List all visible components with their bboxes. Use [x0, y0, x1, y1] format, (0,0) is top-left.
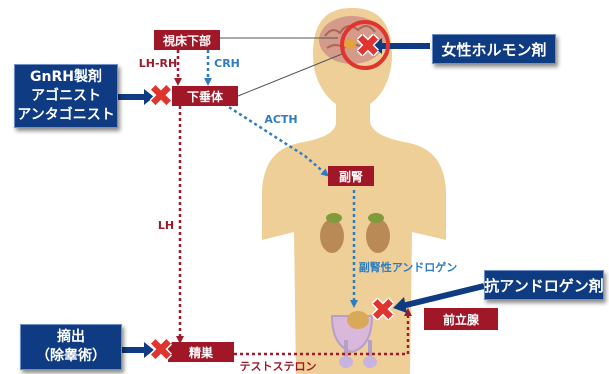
- testosterone-label: テストステロン: [240, 359, 316, 373]
- prostate-label: 前立腺: [424, 308, 498, 330]
- adrenal-androgen-label: 副腎性アンドロゲン: [356, 260, 460, 274]
- antiandrogen-pointer: [402, 286, 484, 306]
- adrenal-label: 副腎: [328, 166, 374, 186]
- female-hormone-label: 女性ホルモン剤: [432, 34, 556, 64]
- crh-label: CRH: [212, 56, 242, 70]
- lh-label: LH: [156, 218, 176, 232]
- gnrh-line-2: アゴニスト: [31, 87, 101, 106]
- orchiectomy-line-2: （除睾術）: [36, 347, 106, 366]
- gnrh-line-3: アンタゴニスト: [17, 106, 114, 125]
- brain-highlight-ring: [340, 20, 390, 70]
- lhrh-label: LH-RH: [140, 56, 176, 70]
- orchiectomy-label: 摘出 （除睾術）: [20, 324, 122, 370]
- cross-mark-icon: ✖: [144, 80, 178, 114]
- hypothalamus-label: 視床下部: [154, 30, 220, 50]
- cross-mark-icon: ✖: [366, 294, 400, 328]
- pituitary-label: 下垂体: [172, 86, 238, 106]
- gnrh-line-1: GnRH製剤: [30, 68, 102, 87]
- cross-mark-icon: ✖: [144, 334, 178, 368]
- acth-label: ACTH: [264, 112, 298, 126]
- gnrh-treatment-label: GnRH製剤 アゴニスト アンタゴニスト: [14, 64, 118, 128]
- orchiectomy-line-1: 摘出: [57, 328, 85, 347]
- antiandrogen-label: 抗アンドロゲン剤: [484, 270, 604, 300]
